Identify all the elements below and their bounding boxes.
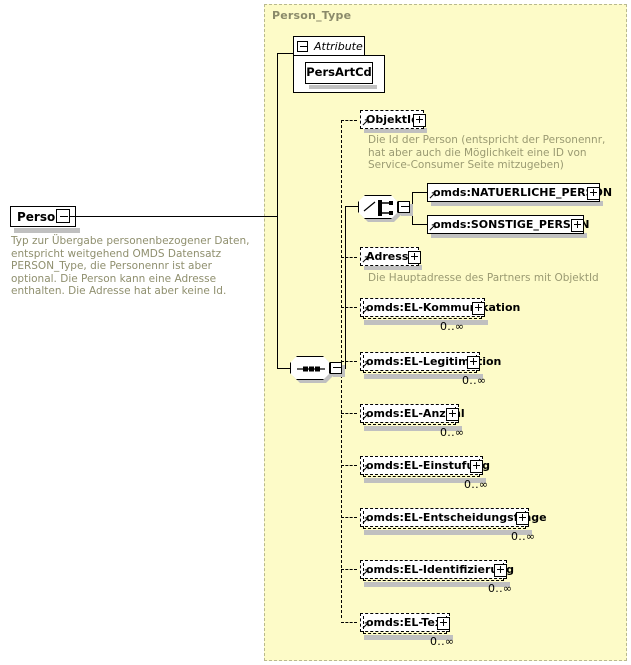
el-text-shadow (364, 635, 453, 640)
node-el-entscheidungsfrage[interactable]: omds:EL-Entscheidungsfrage (360, 508, 547, 529)
attribute-persartcd[interactable]: PersArtCd (305, 62, 373, 84)
natperson-shadow (431, 201, 603, 206)
el-identifizierung-cardinality: 0..∞ (488, 582, 513, 595)
node-el-einstufung-label: omds:EL-Einstufung (366, 459, 491, 472)
el-text-cardinality: 0..∞ (430, 635, 455, 648)
attribute-group-collapse-icon[interactable] (297, 41, 308, 52)
el-legitimation-shadow (364, 374, 483, 379)
el-einstufung-cardinality: 0..∞ (464, 478, 489, 491)
el-entscheidungsfrage-cardinality: 0..∞ (511, 530, 536, 543)
person-type-panel (264, 4, 627, 661)
choice-collapse-icon[interactable] (398, 201, 410, 213)
node-el-kommunikation[interactable]: omds:EL-Kommunikation (360, 298, 520, 319)
adresse-shadow (364, 265, 422, 270)
connector-to-sequence (277, 368, 290, 369)
el-entscheidungsfrage-ref-arrow-icon (362, 517, 369, 524)
connector-el-legitimation (341, 361, 357, 362)
sonstperson-ref-arrow-icon (429, 224, 436, 231)
node-el-legitimation[interactable]: omds:EL-Legitimation (360, 352, 501, 373)
node-el-entscheidungsfrage-label: omds:EL-Entscheidungsfrage (366, 511, 547, 524)
node-adresse-label: Adresse (366, 250, 416, 263)
el-einstufung-ref-arrow-icon (362, 465, 369, 472)
node-el-anzahl[interactable]: omds:EL-Anzahl (360, 404, 465, 425)
sequence-collapse-icon[interactable] (330, 362, 342, 374)
connector-person-to-type (70, 216, 277, 217)
adresse-ref-arrow-icon (362, 256, 369, 263)
el-kommunikation-cardinality: 0..∞ (440, 320, 465, 333)
sonstperson-shadow (431, 233, 587, 238)
connector-el-entscheidungsfrage (341, 517, 357, 518)
sequence-node[interactable] (290, 356, 333, 383)
el-entscheidungsfrage-shadow (364, 530, 532, 535)
adresse-expand-icon[interactable] (408, 251, 421, 264)
el-anzahl-expand-icon[interactable] (446, 408, 459, 421)
node-el-identifizierung[interactable]: omds:EL-Identifizierung (360, 560, 514, 581)
objektid-description: Die Id der Person (entspricht der Person… (368, 134, 606, 172)
el-identifizierung-expand-icon[interactable] (494, 564, 507, 577)
connector-el-kommunikation (341, 307, 357, 308)
el-identifizierung-shadow (364, 582, 510, 587)
objektid-expand-icon[interactable] (413, 114, 426, 127)
connector-el-text (341, 622, 357, 623)
node-el-kommunikation-label: omds:EL-Kommunikation (366, 301, 521, 314)
connector-to-attribute (277, 53, 294, 54)
natperson-ref-arrow-icon (429, 192, 436, 199)
attribute-persartcd-label: PersArtCd (306, 65, 372, 80)
node-objektid-label: ObjektId (366, 113, 419, 126)
connector-el-einstufung (341, 465, 357, 466)
connector-sonstperson (412, 224, 427, 225)
el-einstufung-shadow (364, 478, 486, 483)
connector-objektid (341, 120, 357, 121)
el-identifizierung-ref-arrow-icon (362, 569, 369, 576)
person-box-shadow (14, 228, 80, 233)
connector-trunk-down (277, 216, 278, 368)
objektid-ref-arrow-icon (362, 119, 369, 126)
el-einstufung-expand-icon[interactable] (470, 460, 483, 473)
objektid-shadow (364, 128, 427, 133)
node-el-text[interactable]: omds:EL-Text (360, 613, 450, 634)
connector-adresse (341, 257, 357, 258)
connector-choice-spine (345, 206, 346, 369)
attribute-group-tab[interactable]: Attribute (293, 36, 365, 56)
node-sonstige-person[interactable]: omds:SONSTIGE_PERSON (427, 215, 589, 234)
sonstperson-expand-icon[interactable] (571, 219, 584, 232)
el-legitimation-expand-icon[interactable] (467, 356, 480, 369)
connector-to-choice (345, 206, 359, 207)
person-root-description: Typ zur Übergabe personenbezogener Daten… (11, 235, 250, 298)
node-el-legitimation-label: omds:EL-Legitimation (366, 355, 502, 368)
person-root-label: Person (17, 209, 64, 224)
el-text-expand-icon[interactable] (437, 617, 450, 630)
person-type-title: Person_Type (272, 9, 352, 22)
choice-icon (358, 195, 398, 219)
node-natuerliche-person-label: omds:NATUERLICHE_PERSON (433, 186, 613, 199)
el-anzahl-cardinality: 0..∞ (440, 426, 465, 439)
node-sonstige-person-label: omds:SONSTIGE_PERSON (433, 218, 590, 231)
connector-el-identifizierung (341, 569, 357, 570)
el-anzahl-ref-arrow-icon (362, 413, 369, 420)
connector-trunk-up (277, 53, 278, 217)
connector-el-anzahl (341, 413, 357, 414)
sequence-icon (290, 356, 330, 380)
person-collapse-icon[interactable] (56, 209, 70, 223)
persartcd-shadow (309, 85, 377, 89)
adresse-description: Die Hauptadresse des Partners mit Objekt… (368, 272, 599, 284)
node-natuerliche-person[interactable]: omds:NATUERLICHE_PERSON (427, 183, 612, 202)
node-el-identifizierung-label: omds:EL-Identifizierung (366, 563, 514, 576)
natperson-expand-icon[interactable] (587, 187, 600, 200)
el-entscheidungsfrage-expand-icon[interactable] (516, 512, 529, 525)
el-kommunikation-shadow (364, 320, 488, 325)
connector-natperson (412, 192, 427, 193)
choice-node[interactable] (358, 195, 401, 222)
node-el-einstufung[interactable]: omds:EL-Einstufung (360, 456, 490, 477)
el-kommunikation-ref-arrow-icon (362, 307, 369, 314)
el-kommunikation-expand-icon[interactable] (472, 302, 485, 315)
node-el-anzahl-label: omds:EL-Anzahl (366, 407, 465, 420)
node-el-text-label: omds:EL-Text (366, 616, 448, 629)
el-anzahl-shadow (364, 426, 462, 431)
el-legitimation-ref-arrow-icon (362, 361, 369, 368)
attribute-group-label: Attribute (314, 39, 363, 53)
el-legitimation-cardinality: 0..∞ (462, 374, 487, 387)
el-text-ref-arrow-icon (362, 622, 369, 629)
